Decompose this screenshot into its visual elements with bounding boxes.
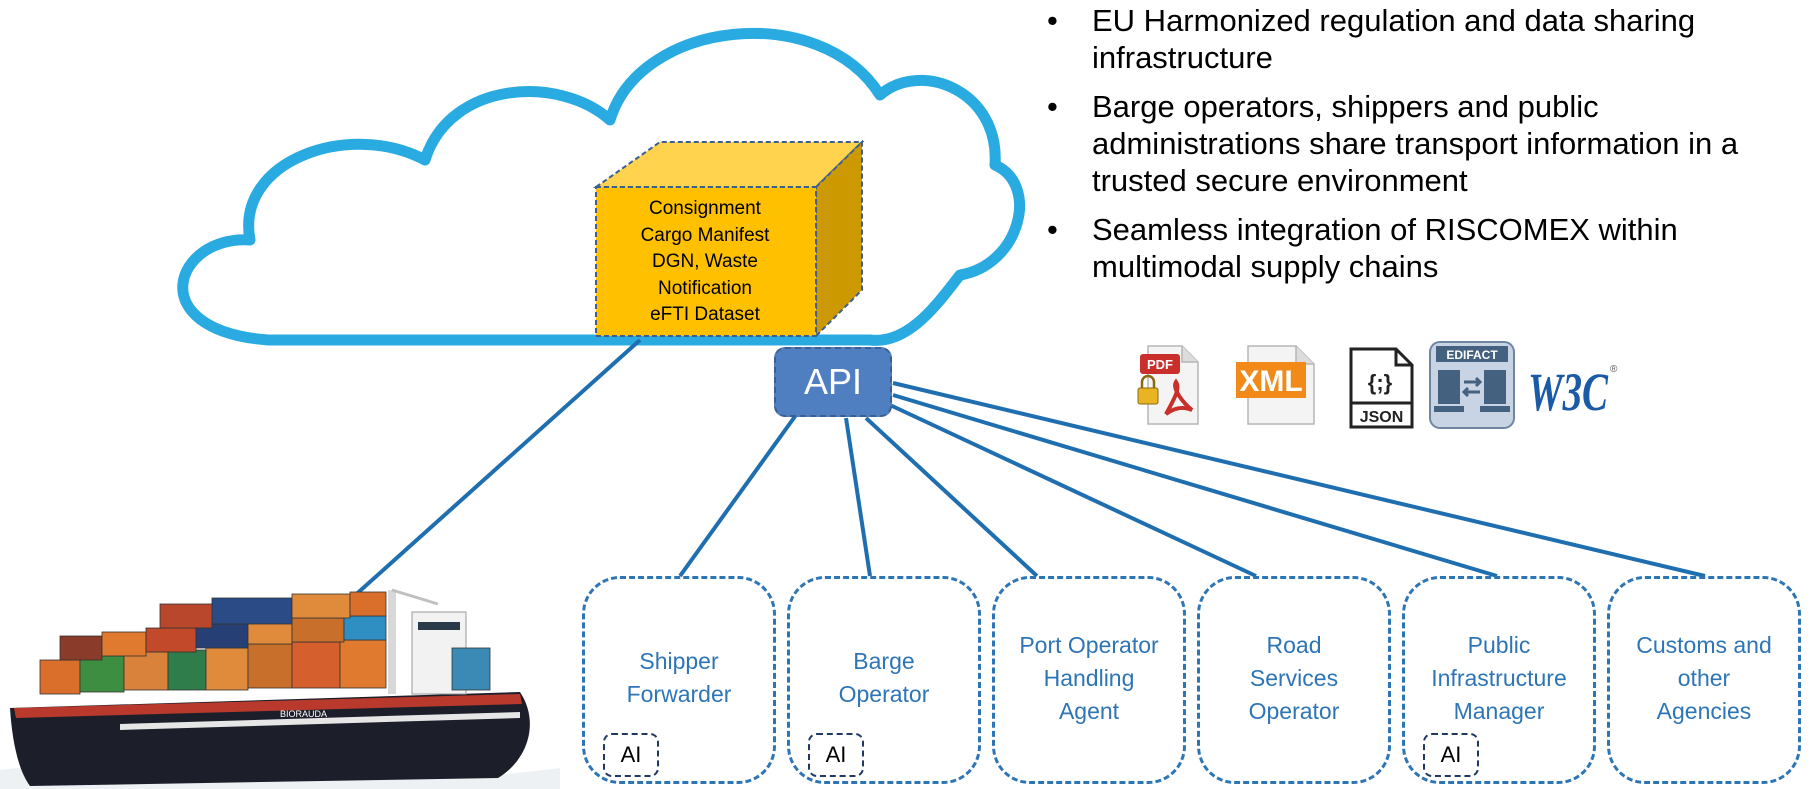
cargo-ship-image: BIORAUDA <box>0 588 560 789</box>
api-box: API <box>774 347 892 417</box>
stakeholder-label-line: Road <box>1266 631 1322 658</box>
dataset-cube <box>592 139 865 339</box>
connector-port <box>864 416 1039 578</box>
cube-line: DGN, Waste <box>652 251 758 272</box>
stakeholder-label-line: Barge <box>853 648 915 674</box>
ship-name: BIORAUDA <box>280 709 327 719</box>
edifact-icon-text: EDIFACT <box>1446 348 1498 362</box>
pdf-icon-text: PDF <box>1147 357 1173 372</box>
stakeholder-label-line: Operator <box>838 681 930 707</box>
bullet-item: • Seamless integration of RISCOMEX withi… <box>1040 211 1812 285</box>
bullet-item: • Barge operators, shippers and public a… <box>1040 88 1812 199</box>
stakeholder-label-line: Agencies <box>1656 697 1752 724</box>
connector-shipper <box>678 413 798 578</box>
stakeholder-label-line: Forwarder <box>626 681 732 707</box>
w3c-logo-icon: W3C ® <box>1528 362 1618 418</box>
stakeholder-port-operator: Port Operator Handling Agent <box>992 576 1186 784</box>
connector-customs <box>892 381 1706 578</box>
stakeholder-label-line: Shipper <box>639 648 719 674</box>
api-label: API <box>803 361 863 402</box>
connector-road <box>889 403 1257 578</box>
json-file-icon: {;} JSON <box>1349 347 1414 429</box>
stakeholder-label-line: Handling <box>1043 664 1135 691</box>
connector-lines <box>350 338 1706 600</box>
stakeholder-customs-agencies: Customs and other Agencies <box>1607 576 1801 784</box>
stakeholder-shipper-forwarder: Shipper Forwarder AI <box>582 576 776 784</box>
w3c-registered-mark: ® <box>1610 364 1618 375</box>
connector-public <box>892 393 1498 578</box>
stakeholder-label-line: Customs and <box>1636 631 1772 658</box>
xml-icon-text: XML <box>1239 365 1302 398</box>
w3c-logo-text: W3C <box>1528 362 1609 418</box>
cube-side <box>815 139 863 339</box>
cube-line: Cargo Manifest <box>640 224 770 246</box>
bullet-text: Seamless integration of RISCOMEX within … <box>1092 212 1678 284</box>
edifact-icon: EDIFACT <box>1429 341 1515 429</box>
pdf-file-icon: PDF <box>1137 345 1199 425</box>
stakeholder-label-line: Public <box>1467 631 1531 658</box>
connector-barge <box>844 417 872 577</box>
bullet-item: • EU Harmonized regulation and data shar… <box>1040 2 1812 76</box>
bullet-symbol: • <box>1047 89 1058 124</box>
cube-dataset-label: Consignment Cargo Manifest DGN, Waste No… <box>594 196 816 329</box>
cube-line: Consignment <box>649 198 761 219</box>
stakeholder-label-line: Agent <box>1058 697 1120 724</box>
cube-line: Notification <box>658 277 752 299</box>
json-icon-text: JSON <box>1360 409 1404 426</box>
stakeholder-label-line: Infrastructure <box>1431 664 1567 691</box>
connector-cloud-ship <box>350 338 642 600</box>
stakeholder-label-line: Port Operator <box>1019 631 1159 658</box>
xml-file-icon: XML <box>1236 345 1315 425</box>
bullet-text: Barge operators, shippers and public adm… <box>1092 89 1739 198</box>
stakeholder-label-line: Operator <box>1248 697 1340 724</box>
bullet-text: EU Harmonized regulation and data sharin… <box>1092 3 1696 75</box>
stakeholder-road-services: Road Services Operator <box>1197 576 1391 784</box>
stakeholder-public-infrastructure: Public Infrastructure Manager AI <box>1402 576 1596 784</box>
bullet-symbol: • <box>1047 3 1058 38</box>
stakeholder-label-line: other <box>1677 664 1731 691</box>
json-braces-text: {;} <box>1368 370 1393 395</box>
cube-front <box>595 186 817 337</box>
cube-line: eFTI Dataset <box>650 304 760 325</box>
ai-badge: AI <box>808 733 864 777</box>
stakeholder-label-line: Manager <box>1453 697 1545 724</box>
stakeholder-barge-operator: Barge Operator AI <box>787 576 981 784</box>
ai-badge: AI <box>603 733 659 777</box>
key-points-list: • EU Harmonized regulation and data shar… <box>1040 0 1812 297</box>
stakeholder-label-line: Services <box>1249 664 1339 691</box>
bullet-symbol: • <box>1047 212 1058 247</box>
ai-badge: AI <box>1423 733 1479 777</box>
